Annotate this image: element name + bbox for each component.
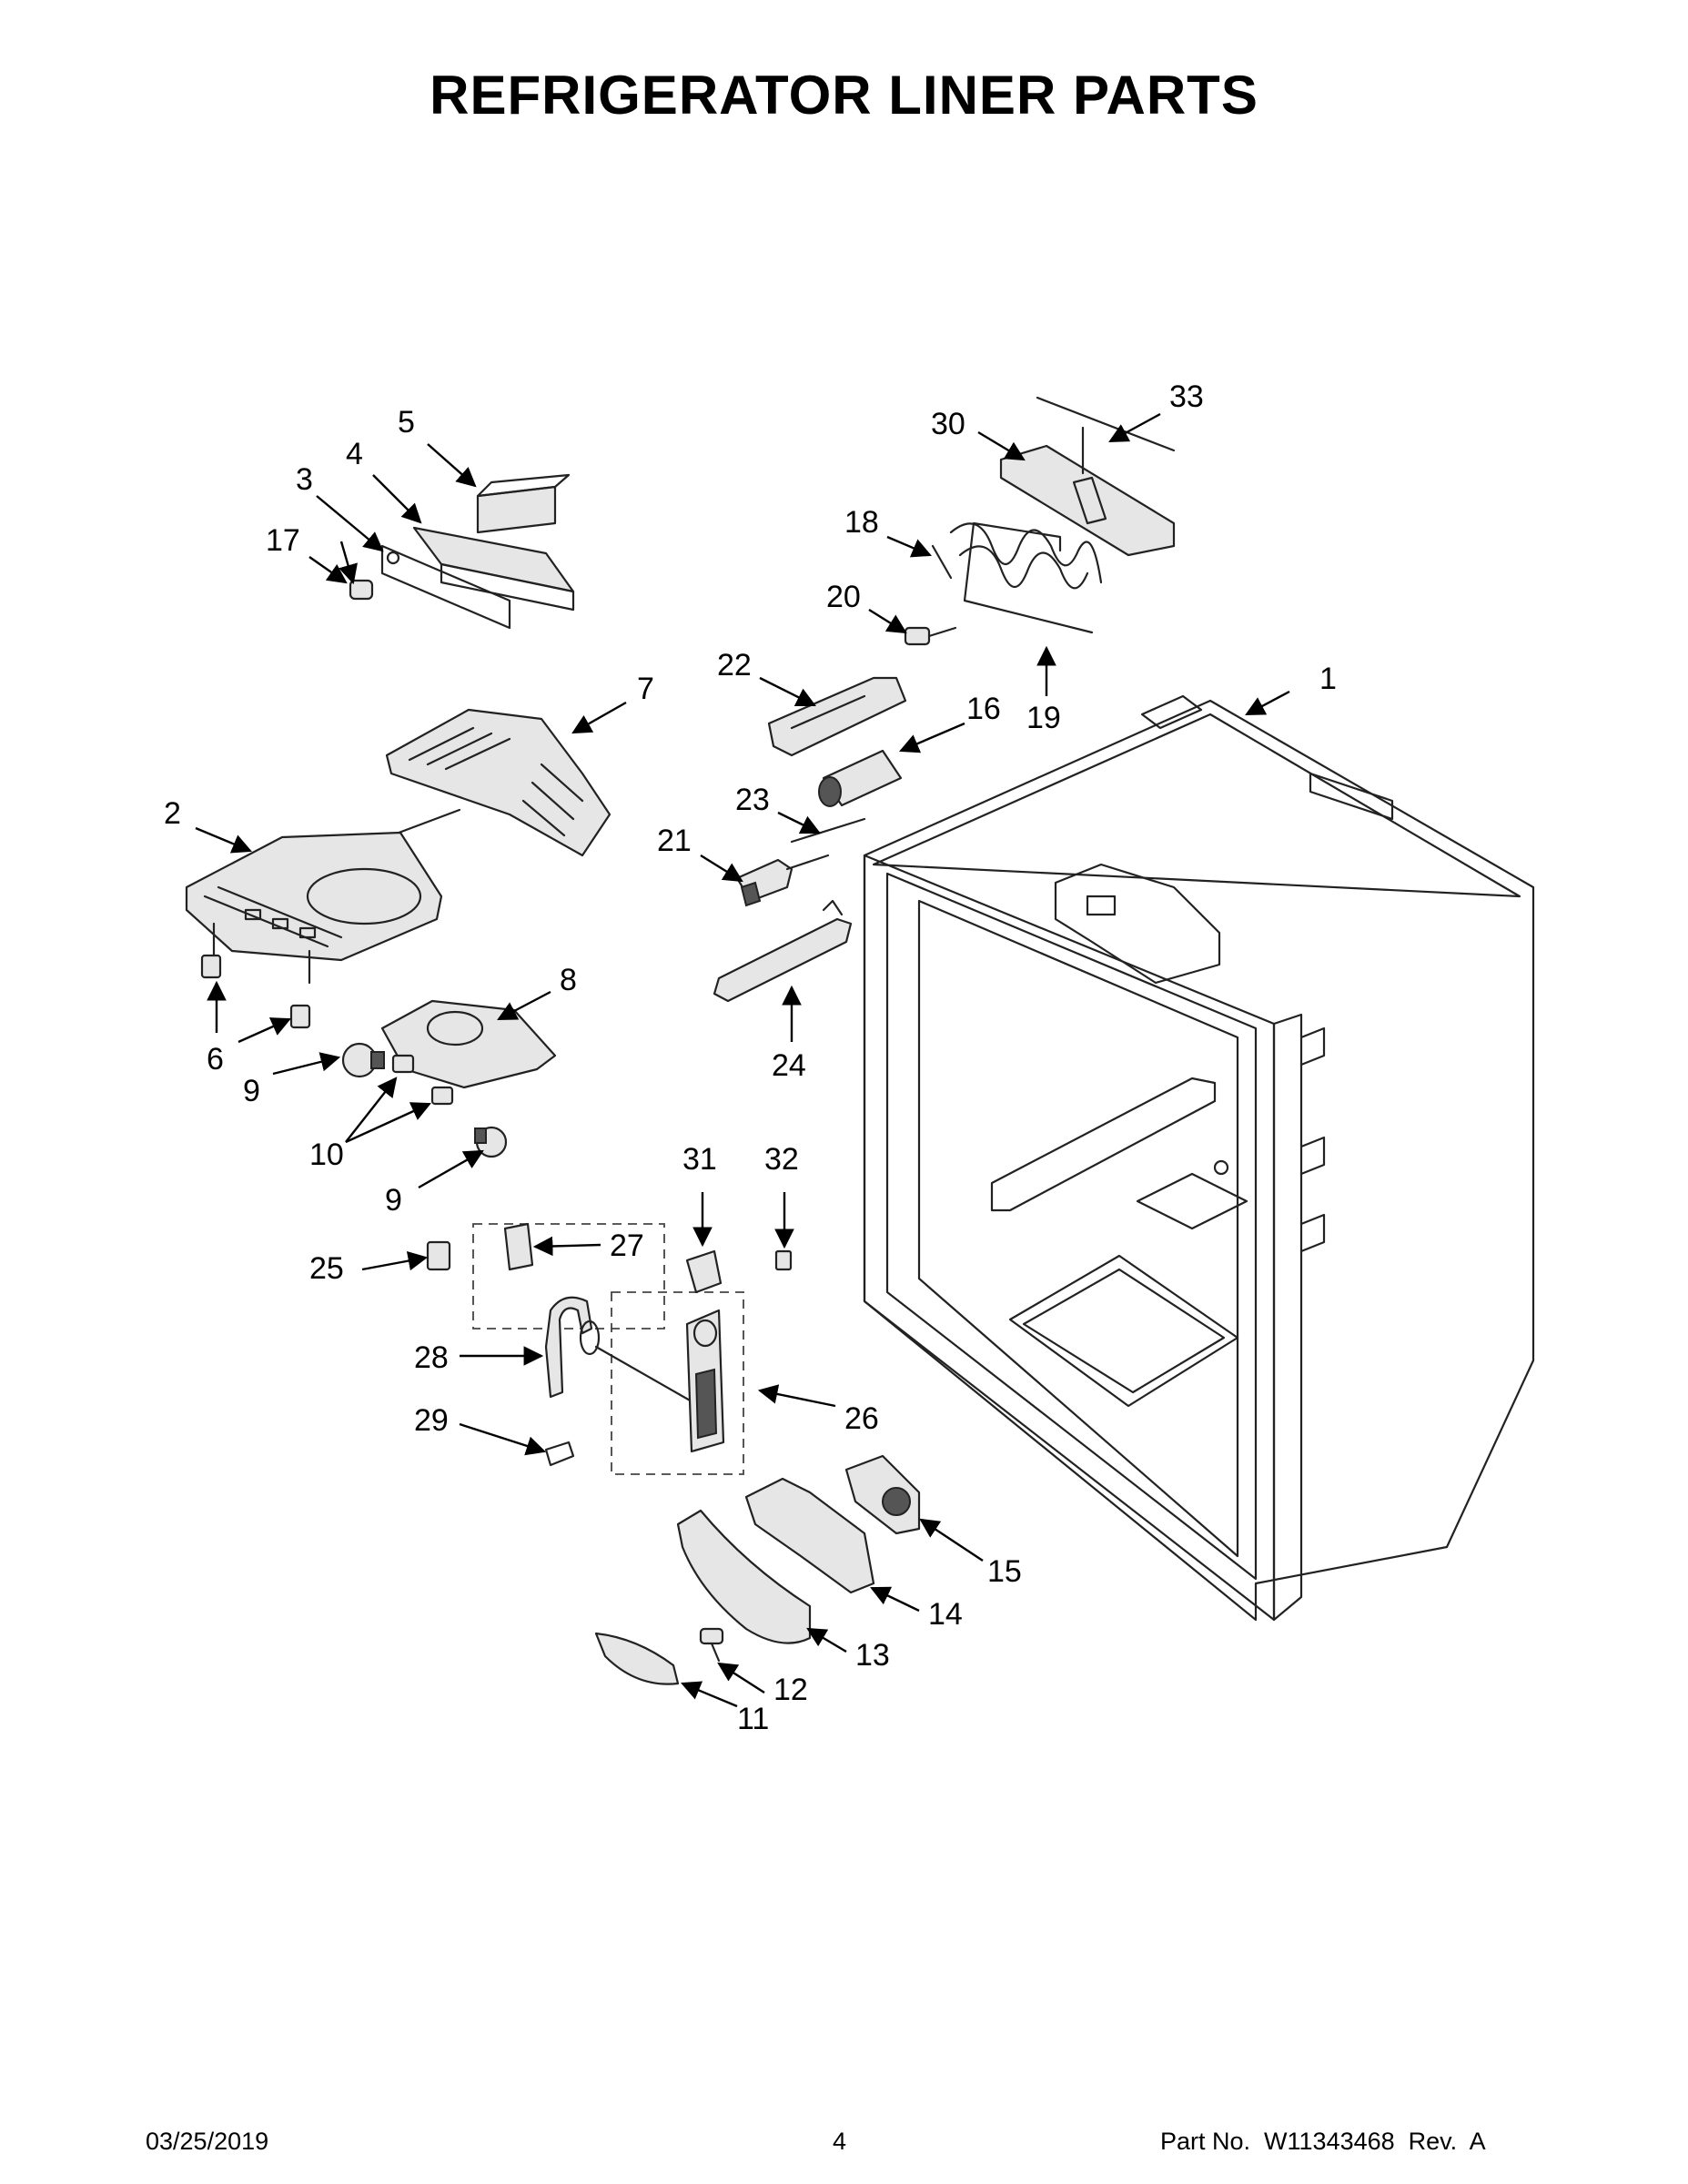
- part-2-control-panel: [185, 831, 443, 962]
- callout-31: 31: [682, 1142, 717, 1177]
- callout-23: 23: [735, 783, 770, 817]
- part-30-damper: [999, 444, 1176, 557]
- part-12-screw: [699, 1627, 724, 1663]
- part-15-module: [844, 1454, 921, 1535]
- part-8-light-housing: [380, 999, 557, 1089]
- part-9-bulb-upper: [341, 1042, 385, 1078]
- footer-part-number: Part No. W11343468 Rev. A: [1160, 2128, 1486, 2155]
- callout-8: 8: [560, 963, 577, 997]
- callout-16: 16: [966, 692, 1001, 726]
- page-title: REFRIGERATOR LINER PARTS: [430, 65, 1258, 126]
- callout-25: 25: [309, 1251, 344, 1286]
- callout-18: 18: [844, 505, 879, 540]
- part-23-tube: [790, 817, 866, 844]
- callout-26: 26: [844, 1401, 879, 1436]
- callout-17: 17: [266, 523, 300, 558]
- callout-19: 19: [1026, 701, 1061, 735]
- callout-14: 14: [928, 1597, 963, 1632]
- part-21-valve: [735, 854, 830, 907]
- part-32-clip: [774, 1249, 793, 1271]
- callout-12: 12: [773, 1673, 808, 1707]
- callout-6: 6: [207, 1042, 224, 1077]
- callout-33: 33: [1169, 379, 1204, 414]
- part-1-liner: [863, 694, 1535, 1622]
- callout-9-lower: 9: [385, 1183, 402, 1218]
- part-33-seal: [1036, 396, 1176, 452]
- callout-1: 1: [1319, 662, 1337, 696]
- callout-22: 22: [717, 648, 752, 682]
- callout-3: 3: [296, 462, 313, 497]
- callout-5: 5: [398, 405, 415, 440]
- callout-10: 10: [309, 1138, 344, 1172]
- callout-21: 21: [657, 824, 692, 858]
- part-4-control-housing: [412, 526, 575, 612]
- part-29-spring: [544, 1441, 575, 1467]
- part-17-knob: [349, 579, 374, 601]
- part-27-bracket: [503, 1222, 534, 1271]
- part-28-dispenser-arm: [544, 1296, 601, 1399]
- part-20-screw: [904, 626, 957, 646]
- part-10-socket-lower: [430, 1086, 454, 1106]
- leader-lines: [195, 412, 1290, 1708]
- callout-labels: 1 2 3 4 5 6 7 8 9 9 10 11 12 13 14 15 16…: [164, 379, 1337, 1736]
- dashed-group-26: [611, 1291, 744, 1475]
- callout-7: 7: [637, 672, 654, 706]
- callout-11: 11: [737, 1702, 769, 1736]
- callout-30: 30: [931, 407, 965, 441]
- callout-9-upper: 9: [243, 1074, 260, 1108]
- footer-page-number: 4: [833, 2128, 847, 2155]
- part-18-pin: [931, 544, 953, 580]
- part-24-housing: [713, 899, 853, 1003]
- part-7-air-diffuser: [385, 708, 612, 857]
- part-13-trim: [676, 1509, 812, 1644]
- callout-24: 24: [772, 1048, 806, 1083]
- part-16-filter: [818, 749, 903, 807]
- callout-4: 4: [346, 437, 363, 471]
- part-14-cover: [744, 1477, 875, 1594]
- part-10-socket-upper: [391, 1054, 415, 1074]
- part-19-heater-coil: [949, 521, 1103, 634]
- part-26-paddle: [685, 1309, 725, 1453]
- callout-32: 32: [764, 1142, 799, 1177]
- part-25-switch: [426, 1240, 451, 1271]
- callout-15: 15: [987, 1554, 1022, 1589]
- callout-28: 28: [414, 1340, 449, 1375]
- part-5-bracket: [476, 473, 571, 534]
- part-11-trim-piece: [594, 1632, 680, 1685]
- callout-2: 2: [164, 796, 181, 831]
- callout-20: 20: [826, 580, 861, 614]
- callout-13: 13: [855, 1638, 890, 1673]
- part-3-overlay: [380, 544, 511, 630]
- callout-27: 27: [610, 1228, 644, 1263]
- part-22-bracket: [767, 676, 907, 757]
- footer-date: 03/25/2019: [146, 2128, 269, 2155]
- callout-29: 29: [414, 1403, 449, 1438]
- dashed-group-27: [472, 1223, 665, 1330]
- part-6-switch-lower: [289, 1004, 311, 1029]
- part-6-switch-upper: [200, 954, 222, 979]
- part-9-bulb-lower: [474, 1126, 508, 1158]
- part-31-cap: [685, 1249, 723, 1294]
